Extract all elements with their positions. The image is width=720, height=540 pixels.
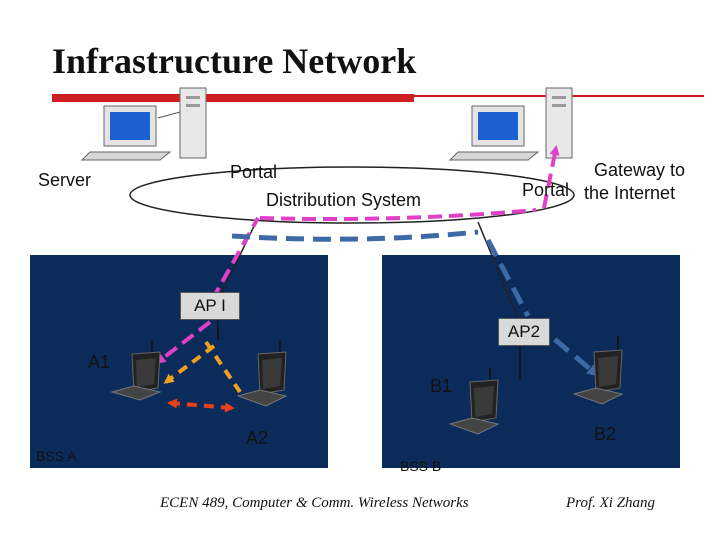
distribution-system-ellipse	[129, 166, 575, 224]
bss-b-area	[382, 255, 680, 468]
laptop-b1-icon	[448, 368, 500, 435]
magenta-arrow-to-gateway	[542, 145, 560, 209]
gateway-computer-icon	[448, 87, 573, 161]
ap1-uplink-line	[221, 217, 259, 293]
station-b1-label: B1	[430, 376, 453, 396]
server-label: Server	[38, 170, 92, 190]
distribution-system-label: Distribution System	[266, 190, 422, 210]
station-a2-label: A2	[246, 428, 269, 448]
page-title: Infrastructure Network	[52, 41, 417, 81]
server-computer-icon	[80, 87, 207, 161]
blue-path-ds-to-ap2	[485, 238, 531, 318]
access-point-2: AP2	[498, 318, 550, 346]
laptop-a1-icon	[110, 340, 162, 401]
magenta-path-along-ds	[259, 208, 537, 221]
magenta-arrow-to-a1	[155, 320, 212, 364]
laptop-b2-icon	[572, 336, 624, 405]
ap2-uplink-line	[477, 221, 519, 319]
access-point-1: AP I	[180, 292, 240, 320]
title-bar-red	[52, 94, 414, 102]
footer-course: ECEN 489, Computer & Comm. Wireless Netw…	[160, 495, 469, 511]
blue-path-ap1-along-ds	[231, 229, 479, 242]
laptop-a2-icon	[236, 340, 288, 407]
orange-arrow-ap1-to-a1	[163, 344, 216, 384]
red-arrow-a1-to-a2	[167, 398, 235, 413]
station-b2-label: B2	[594, 424, 617, 444]
magenta-path-ap1-to-ds	[210, 217, 260, 301]
bss-b-label: BSS B	[400, 458, 442, 474]
station-a1-label: A1	[88, 352, 111, 372]
gateway-label-line2: the Internet	[584, 183, 676, 203]
footer-author: Prof. Xi Zhang	[566, 495, 656, 511]
portal-left-label: Portal	[230, 162, 278, 182]
bss-a-label: BSS A	[36, 448, 77, 464]
portal-right-label: Portal	[522, 180, 570, 200]
gateway-label-line1: Gateway to	[594, 160, 686, 180]
